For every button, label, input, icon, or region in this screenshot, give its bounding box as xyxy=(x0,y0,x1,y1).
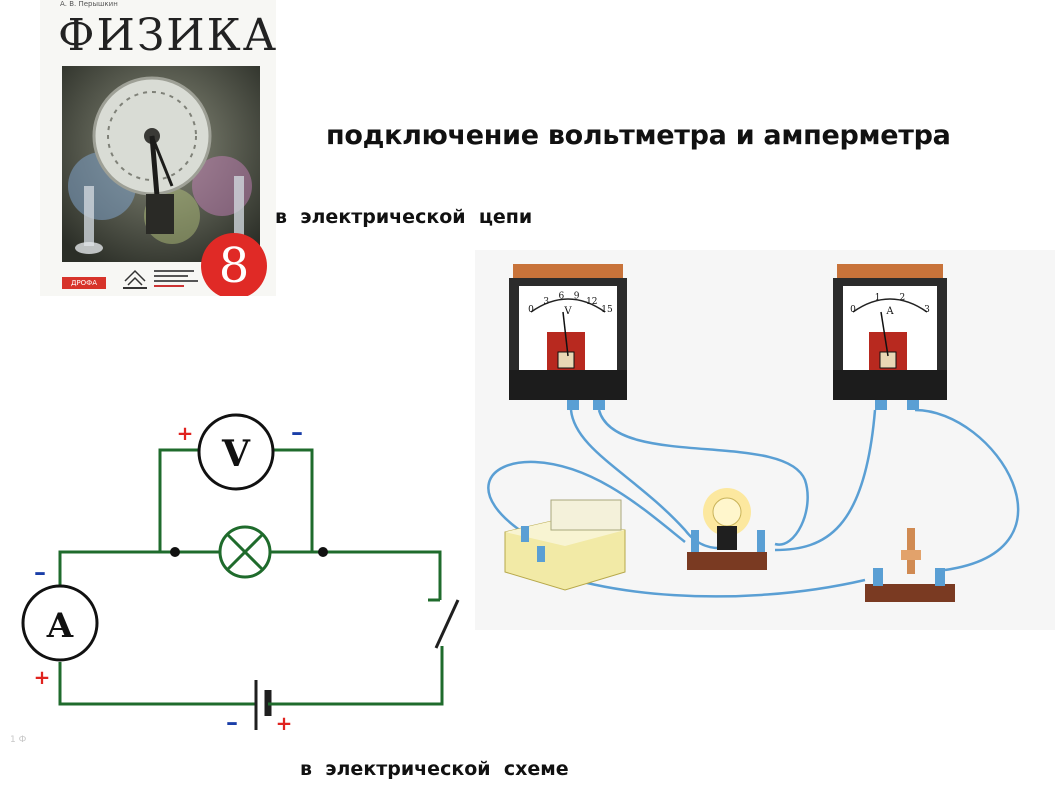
ammeter-scale: 0 1 2 3 xyxy=(850,293,930,315)
voltmeter-label: V xyxy=(221,433,251,475)
ammeter-label: A xyxy=(46,606,74,646)
battery-minus: – xyxy=(226,707,238,736)
ammeter-device xyxy=(833,264,947,410)
ammeter-plus: + xyxy=(34,665,51,689)
scale-tick-label: 9 xyxy=(574,292,580,302)
cover-title: ФИЗИКА xyxy=(58,10,276,61)
battery-plus: + xyxy=(276,711,293,735)
subtitle-circuit: в электрической цепи xyxy=(275,206,533,228)
scale-tick-label: 0 xyxy=(850,305,856,315)
lamp-device xyxy=(687,488,767,570)
ammeter-unit: A xyxy=(885,306,894,317)
switch-device xyxy=(865,528,955,602)
circuit-schematic: V A + – – + – + xyxy=(21,413,460,736)
scale-tick-label: 3 xyxy=(543,297,549,307)
series-text-logo-icon xyxy=(154,270,198,287)
scale-tick-label: 2 xyxy=(899,293,905,303)
voltmeter-minus: – xyxy=(291,417,303,446)
scale-tick-label: 1 xyxy=(875,293,881,303)
lamp-cross-b xyxy=(226,533,264,571)
series-text-logo xyxy=(154,268,200,290)
voltmeter-plus: + xyxy=(177,421,194,445)
voltmeter-symbol xyxy=(197,413,275,491)
electroscope-photo xyxy=(62,66,260,262)
ammeter-symbol xyxy=(21,584,99,662)
junction-dot-left xyxy=(170,547,180,557)
grade-badge: 8 xyxy=(201,233,267,296)
cover-illustration xyxy=(62,66,260,262)
subtitle-schematic: в электрической схеме xyxy=(300,758,569,780)
illustration-wires xyxy=(487,408,1020,598)
publisher-logo: ДРОФА xyxy=(62,277,106,289)
junction-dot-right xyxy=(318,547,328,557)
switch-blade xyxy=(434,599,460,649)
scale-tick-label: 0 xyxy=(528,305,534,315)
scale-tick-label: 6 xyxy=(559,292,565,302)
scale-tick-label: 15 xyxy=(601,305,613,315)
battery-device xyxy=(504,499,626,591)
scale-tick-label: 3 xyxy=(924,305,930,315)
cover-author: А. В. Перышкин xyxy=(60,0,118,8)
scale-tick-label: 12 xyxy=(586,297,597,307)
textbook-cover: А. В. Перышкин ФИЗИКА 8 ДРОФА xyxy=(40,0,276,296)
ammeter-minus: – xyxy=(34,557,46,586)
series-logo-icon xyxy=(123,269,147,289)
page-marker: 1 Ф xyxy=(10,735,27,745)
slide-title: подключение вольтметра и амперметра xyxy=(326,120,951,151)
voltmeter-unit: V xyxy=(563,306,572,317)
voltmeter-device xyxy=(509,264,627,410)
